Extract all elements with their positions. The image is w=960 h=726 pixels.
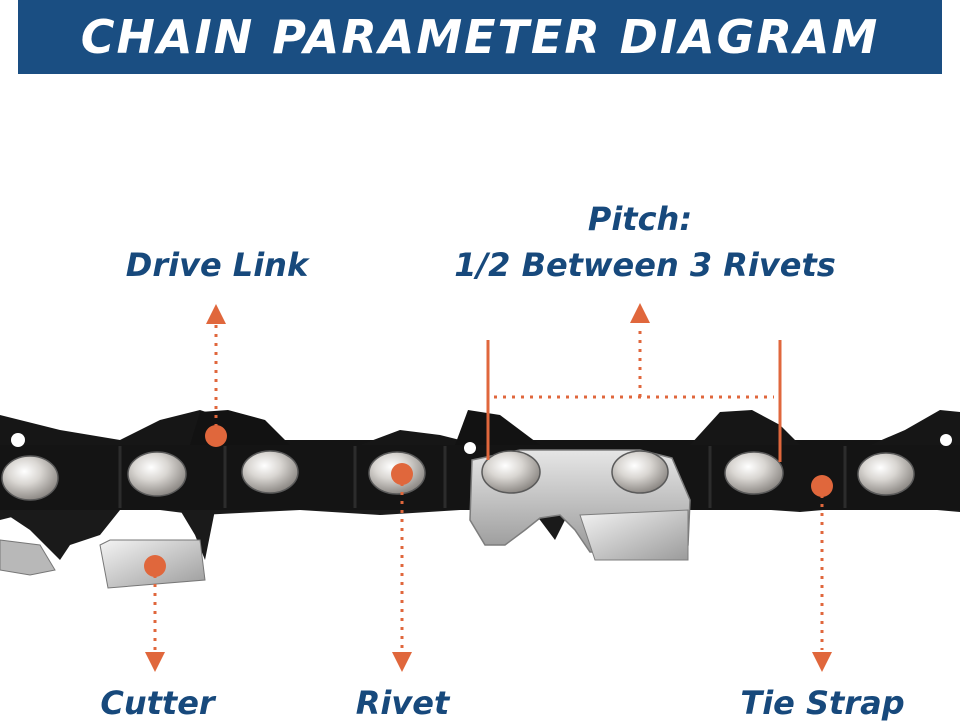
drive-link-marker-icon	[205, 425, 227, 447]
rivet-marker-icon	[391, 463, 413, 485]
cutter-pointer	[144, 555, 166, 672]
drive-link-arrow-up-icon	[206, 304, 226, 324]
drive-link-pointer	[205, 304, 227, 447]
tie-strap-marker-icon	[811, 475, 833, 497]
cutter-label: Cutter	[100, 684, 215, 722]
cutter-left	[0, 539, 206, 589]
rivet-pointer	[391, 463, 413, 672]
tie-strap-arrow-down-icon	[812, 652, 832, 672]
pitch-label-line1: Pitch:	[587, 200, 693, 238]
pitch-bracket	[486, 325, 782, 462]
rivet-arrow-down-icon	[392, 652, 412, 672]
cutter-arrow-down-icon	[145, 652, 165, 672]
pitch-label-line2: 1/2 Between 3 Rivets	[454, 246, 836, 284]
rivet-label: Rivet	[355, 684, 450, 722]
rivets	[1, 450, 915, 501]
title-banner: CHAIN PARAMETER DIAGRAM	[18, 0, 942, 74]
pitch-arrow-up-icon	[630, 303, 650, 323]
tie-strap-label: Tie Strap	[740, 684, 905, 722]
diagram-title: CHAIN PARAMETER DIAGRAM	[80, 10, 880, 64]
tie-strap-pointer	[811, 475, 833, 672]
cutter-marker-icon	[144, 555, 166, 577]
drive-link-label: Drive Link	[125, 246, 309, 284]
